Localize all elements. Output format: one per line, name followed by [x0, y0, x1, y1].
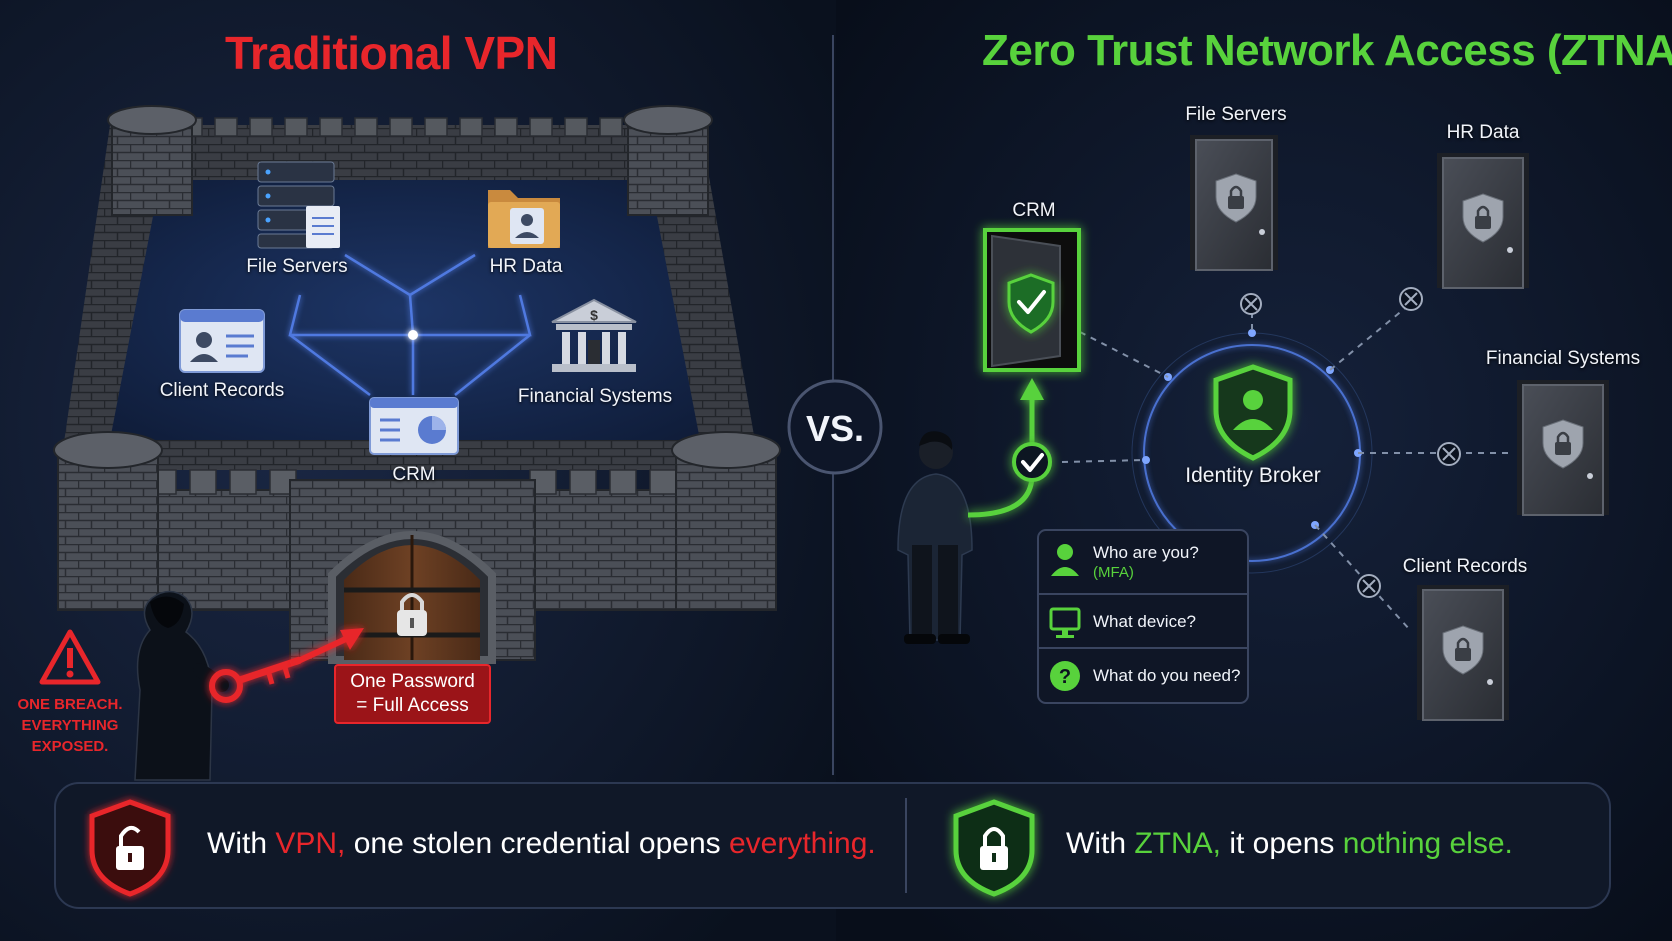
vpn-label-hr-data: HR Data [489, 256, 563, 277]
vpn-label-client-records: Client Records [159, 380, 285, 401]
vpn-summary-pre: With [207, 827, 276, 860]
warning-triangle-icon [39, 629, 101, 685]
hr-folder-icon [488, 190, 560, 248]
gate-caption-box [334, 664, 491, 724]
door-hr-data [1437, 153, 1529, 289]
gate-caption: One Password = Full Access [335, 670, 490, 718]
gate-caption-line2: = Full Access [356, 695, 469, 716]
identity-broker-shield-icon [1213, 364, 1293, 461]
tower-bottom-left [53, 431, 163, 611]
ztna-summary-end: nothing else. [1342, 827, 1513, 860]
vpn-label-crm: CRM [392, 464, 436, 485]
vpn-title: Traditional VPN [225, 27, 558, 79]
crm-dashboard-icon [369, 397, 459, 455]
vpn-summary-end: everything. [728, 827, 876, 860]
tower-top-left [107, 105, 197, 216]
user-person-icon [1051, 544, 1079, 576]
tower-top-right [623, 105, 713, 216]
server-rack-icon [257, 161, 340, 249]
breach-warning-line3: EXPOSED. [31, 738, 109, 755]
vpn-label-file-servers: File Servers [246, 256, 348, 277]
top-battlements [179, 117, 623, 137]
breach-warning: ONE BREACH. EVERYTHING EXPOSED. [10, 694, 130, 757]
gate-caption-line1: One Password [350, 671, 475, 692]
door-financial-systems [1517, 380, 1609, 516]
red-key-icon [209, 656, 302, 703]
verification-panel [1037, 529, 1249, 704]
door-crm-open [983, 228, 1081, 372]
vpn-label-financial-systems: Financial Systems [517, 386, 673, 407]
question-identity-text: Who are you? [1093, 543, 1199, 562]
ztna-summary: With ZTNA, it opens nothing else. [1066, 827, 1513, 861]
vpn-network-hub [408, 330, 418, 340]
user-figure [897, 431, 973, 644]
breach-warning-line2: EVERYTHING [21, 717, 119, 734]
ztna-summary-mid: it opens [1221, 827, 1343, 860]
ztna-summary-pre: With [1066, 827, 1135, 860]
question-need: What do you need? [1093, 666, 1241, 685]
vpn-summary-mid: one stolen credential opens [345, 827, 729, 860]
identity-broker-label: Identity Broker [1185, 464, 1321, 487]
ztna-label-crm: CRM [1012, 200, 1056, 221]
blocked-x-markers [1240, 287, 1461, 598]
svg-text:$: $ [590, 307, 598, 323]
monitor-icon [1049, 607, 1081, 638]
ztna-summary-key: ZTNA, [1134, 827, 1222, 860]
ztna-label-file-servers: File Servers [1185, 104, 1287, 125]
door-client-records [1417, 585, 1509, 721]
castle [53, 105, 781, 664]
question-device: What device? [1093, 612, 1196, 631]
hooded-attacker-figure [134, 590, 229, 781]
ztna-label-financial-systems: Financial Systems [1485, 348, 1641, 369]
ztna-title: Zero Trust Network Access (ZTNA) [982, 26, 1672, 75]
vs-label: VS. [805, 408, 865, 449]
summary-banner [54, 782, 1611, 909]
tower-bottom-right [671, 431, 781, 611]
ztna-locked-shield-icon [953, 799, 1035, 897]
ztna-label-hr-data: HR Data [1446, 122, 1520, 143]
ztna-label-client-records: Client Records [1402, 556, 1528, 577]
question-mark-icon: ? [1050, 661, 1080, 691]
checkpoint-check-icon [1012, 442, 1052, 482]
question-identity-sub: (MFA) [1093, 564, 1134, 581]
svg-text:?: ? [1059, 666, 1071, 688]
bank-building-icon: $ [551, 298, 637, 372]
gate-padlock-icon [397, 593, 427, 636]
question-identity: Who are you? (MFA) [1093, 543, 1199, 583]
breach-warning-line1: ONE BREACH. [17, 696, 123, 713]
vpn-summary-key: VPN, [275, 827, 346, 860]
client-records-icon [179, 309, 265, 373]
vpn-summary: With VPN, one stolen credential opens ev… [207, 827, 876, 861]
vpn-unlocked-shield-icon [89, 799, 171, 897]
vs-badge [787, 379, 883, 475]
door-file-servers [1190, 135, 1278, 271]
red-arrow-icon [293, 628, 364, 665]
